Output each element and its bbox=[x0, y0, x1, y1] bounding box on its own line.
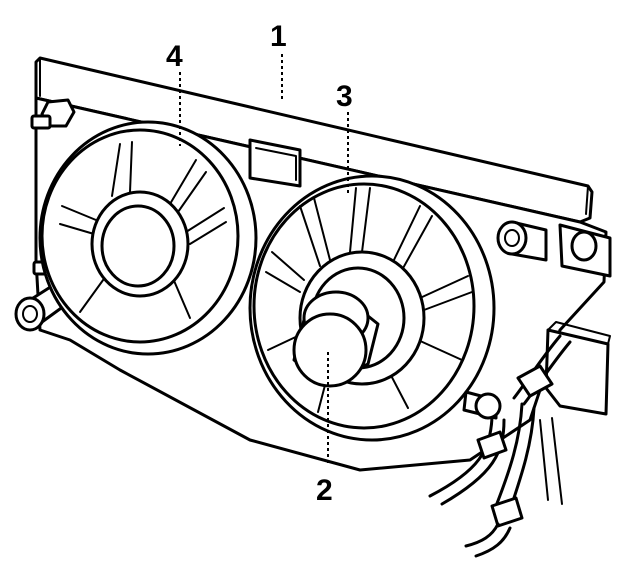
hose-fitting-right bbox=[496, 220, 598, 262]
leader-lines bbox=[179, 54, 349, 466]
callout-4: 4 bbox=[166, 40, 183, 73]
fan-left bbox=[38, 120, 258, 356]
fan-right bbox=[248, 174, 496, 442]
callout-3: 3 bbox=[336, 80, 353, 113]
fan-motor bbox=[292, 290, 380, 388]
callout-2: 2 bbox=[316, 474, 333, 507]
mounting-bolt-upper bbox=[30, 98, 76, 130]
wiring-harness bbox=[428, 321, 611, 558]
callout-1: 1 bbox=[270, 20, 287, 53]
